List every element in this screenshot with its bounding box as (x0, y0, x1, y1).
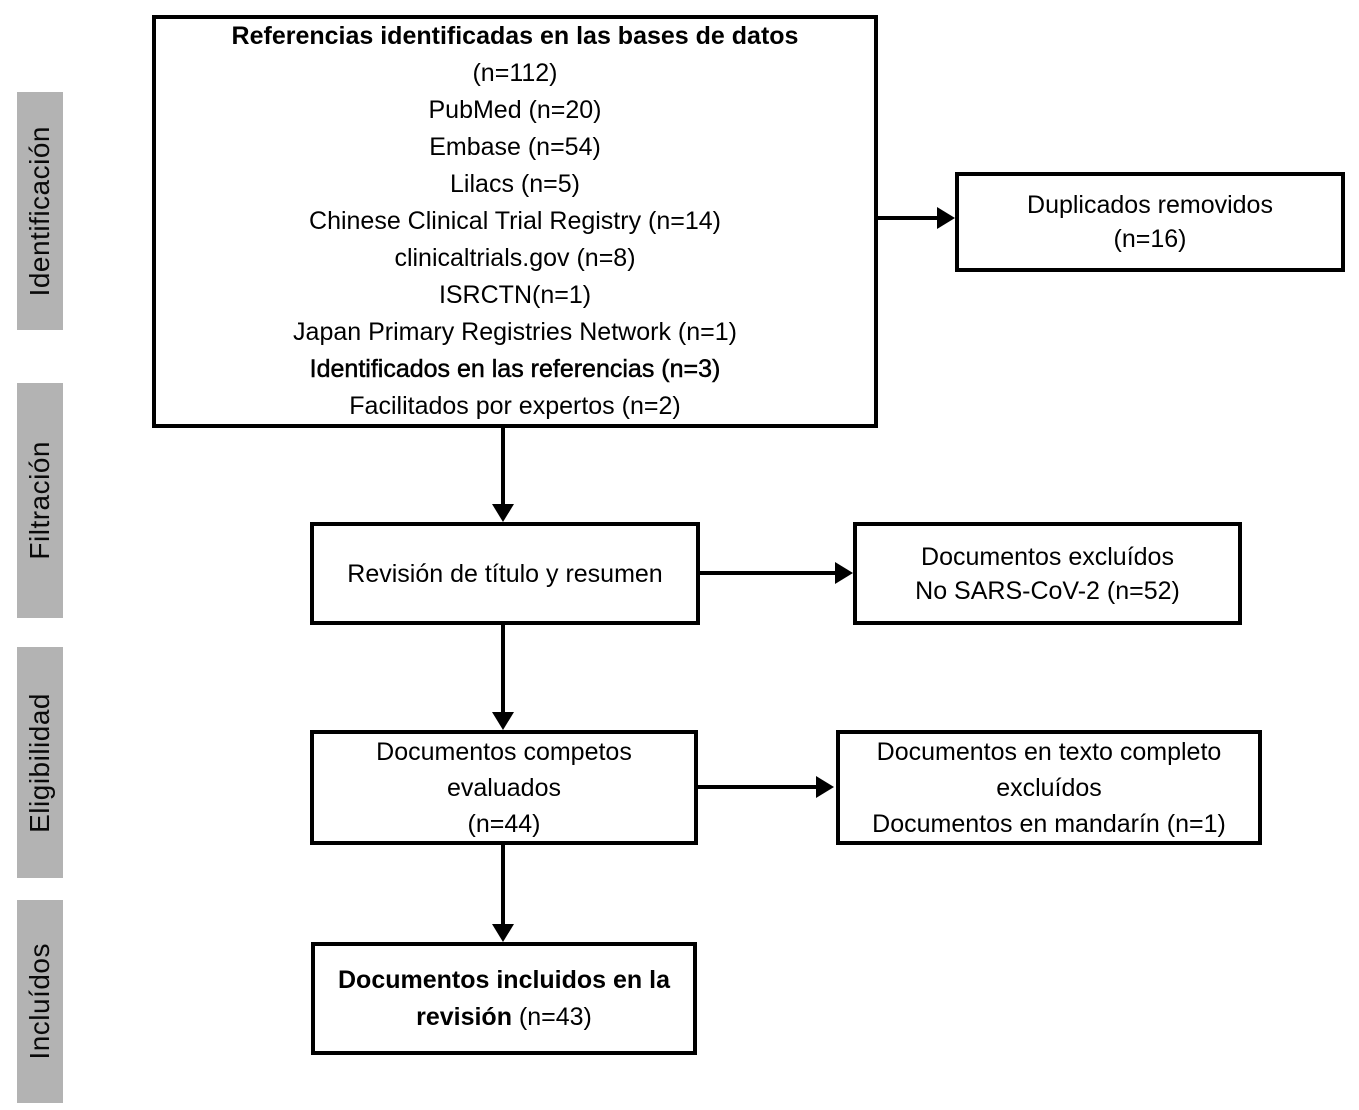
box-included-in-review: Documentos incluidos en la revisión (n=4… (311, 942, 697, 1055)
box-included-text: Documentos incluidos en la revisión (n=4… (323, 962, 685, 1036)
box-identification-lilacs: Lilacs (n=5) (450, 170, 580, 198)
box-excluded-screening-line1: Documentos excluídos (921, 542, 1174, 571)
box-identification-japan-registry: Japan Primary Registries Network (n=1) (293, 318, 737, 346)
stage-bar-eligibilidad: Eligibilidad (17, 647, 63, 878)
box-identification-isrctn: ISRCTN(n=1) (438, 281, 592, 309)
box-identification-total: (n=112) (472, 59, 558, 87)
stage-bar-identificacion: Identificación (17, 92, 63, 330)
arrow-screening-to-excluded (700, 571, 835, 575)
box-excluded-fulltext: Documentos en texto completo excluídos D… (836, 730, 1262, 845)
arrow-eligibility-to-excluded-fulltext (698, 785, 816, 789)
box-identification: Referencias identificadas en las bases d… (152, 15, 878, 428)
box-identification-title: Referencias identificadas en las bases d… (231, 22, 799, 50)
box-excluded-fulltext-line1: Documentos en texto completo (876, 737, 1222, 766)
stage-label-filtracion: Filtración (24, 441, 55, 560)
box-excluded-fulltext-line2: excluídos (996, 773, 1102, 802)
stage-bar-incluidos: Incluídos (17, 900, 63, 1103)
stage-label-eligibilidad: Eligibilidad (24, 692, 55, 833)
box-identification-embase: Embase (n=54) (429, 133, 601, 161)
box-identification-references: Identificados en las referencias (n=3) (309, 355, 721, 384)
box-eligibility-line1: Documentos competos (376, 737, 632, 766)
arrow-eligibility-to-included (501, 845, 505, 924)
box-identification-pubmed: PubMed (n=20) (428, 96, 602, 124)
arrow-identification-to-duplicates (878, 216, 937, 220)
stage-label-identificacion: Identificación (24, 125, 55, 297)
box-excluded-screening-line2: No SARS-CoV-2 (n=52) (915, 576, 1180, 605)
box-excluded-fulltext-line3: Documentos en mandarín (n=1) (872, 809, 1226, 838)
box-screening-line1: Revisión de título y resumen (347, 559, 663, 588)
box-excluded-screening: Documentos excluídos No SARS-CoV-2 (n=52… (853, 522, 1242, 625)
box-fulltext-assessed: Documentos competos evaluados (n=44) (310, 730, 698, 845)
box-identification-clinicaltrials: clinicaltrials.gov (n=8) (394, 244, 636, 272)
box-eligibility-line3: (n=44) (467, 809, 541, 838)
stage-bar-filtracion: Filtración (17, 383, 63, 618)
arrow-screening-to-eligibility (501, 625, 505, 712)
box-duplicates-removed: Duplicados removidos (n=16) (955, 172, 1345, 272)
box-identification-chinese-registry: Chinese Clinical Trial Registry (n=14) (309, 207, 721, 235)
box-included-count: (n=43) (511, 1002, 592, 1031)
box-duplicates-line1: Duplicados removidos (1027, 191, 1273, 219)
stage-label-incluidos: Incluídos (24, 943, 55, 1060)
box-included-bold-text: Documentos incluidos en la revisión (338, 965, 670, 1031)
box-eligibility-line2: evaluados (447, 773, 561, 802)
box-duplicates-line2: (n=16) (1113, 225, 1187, 253)
arrow-identification-to-screening (501, 428, 505, 504)
box-identification-experts: Facilitados por expertos (n=2) (349, 392, 681, 420)
box-title-abstract-screening: Revisión de título y resumen (310, 522, 700, 625)
